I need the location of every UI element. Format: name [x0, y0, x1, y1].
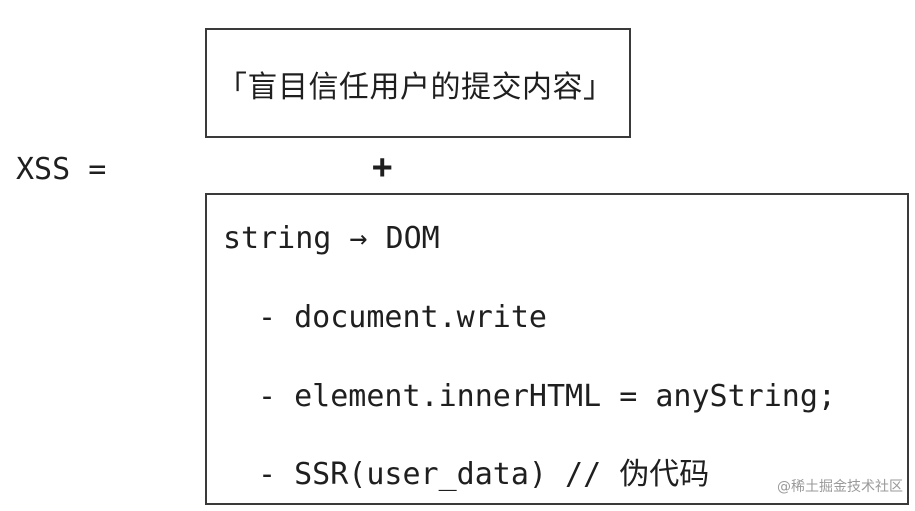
- bottom-box: [205, 193, 909, 505]
- watermark: @稀土掘金技术社区: [777, 479, 903, 495]
- top-box-text: 「盲目信任用户的提交内容」: [217, 70, 614, 105]
- code-line-inner-html: - element.innerHTML = anyString;: [258, 379, 836, 414]
- plus-sign: +: [372, 147, 393, 187]
- xss-label: XSS =: [16, 152, 107, 187]
- code-line-ssr: - SSR(user_data) // 伪代码: [258, 457, 710, 492]
- code-line-document-write: - document.write: [258, 300, 547, 335]
- top-box: [205, 28, 631, 138]
- code-line-string-to-dom: string → DOM: [223, 221, 440, 256]
